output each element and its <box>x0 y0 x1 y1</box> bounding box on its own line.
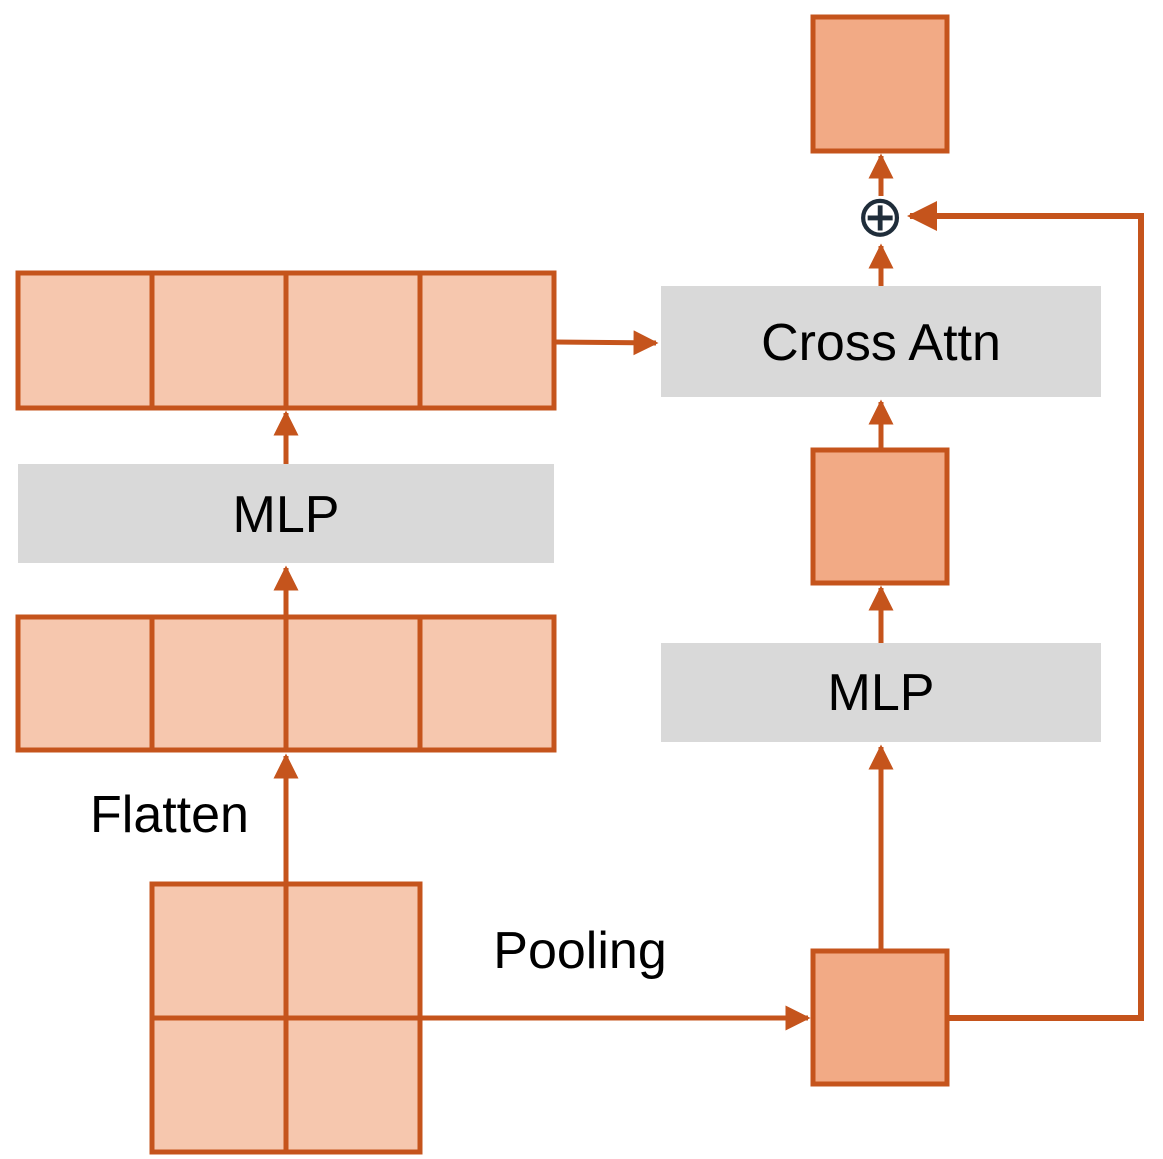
token-cell <box>283 270 423 411</box>
token-cell <box>15 614 155 753</box>
mlp-output-token <box>810 447 950 586</box>
token-cell <box>283 614 423 753</box>
pooled-token <box>810 948 950 1087</box>
grid-cell <box>283 881 423 1021</box>
grid-cell <box>283 1015 423 1155</box>
cross-attn-label: Cross Attn <box>761 314 1001 372</box>
residual-connection <box>907 201 1144 1021</box>
connectors <box>273 153 1144 1031</box>
mlp-label-left: MLP <box>233 486 340 544</box>
grid-cell <box>149 881 289 1021</box>
arrow-to-cross-attn-side <box>553 330 659 356</box>
token-cell <box>149 270 289 411</box>
input-feature-grid <box>149 881 423 1155</box>
output-token <box>810 14 950 154</box>
token-cell <box>417 614 557 753</box>
flatten-label: Flatten <box>90 786 249 844</box>
token-cell <box>149 614 289 753</box>
pooling-label: Pooling <box>493 922 666 980</box>
left-top-token-row <box>15 270 557 411</box>
mlp-block-right <box>661 643 1101 742</box>
mlp-label-right: MLP <box>828 664 935 722</box>
grid-cell <box>149 1015 289 1155</box>
token-cell <box>15 270 155 411</box>
cross-attn-block <box>661 286 1101 397</box>
token-cell <box>417 270 557 411</box>
left-middle-token-row <box>15 614 557 753</box>
mlp-block-left <box>18 464 554 563</box>
